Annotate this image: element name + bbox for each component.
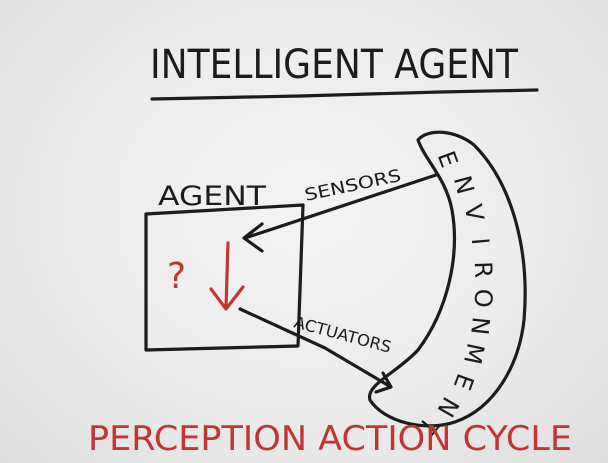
environment-letter: R xyxy=(469,261,498,279)
actuators-arrow xyxy=(238,307,393,394)
environment-shape xyxy=(367,130,527,428)
sensors-label: SENSORS xyxy=(303,166,403,206)
environment-letter: M xyxy=(458,341,490,367)
environment-letter: E xyxy=(448,370,480,394)
environment-letter: N xyxy=(431,392,464,422)
environment-letter: O xyxy=(469,288,498,308)
cycle-caption: PERCEPTION ACTION CYCLE xyxy=(88,419,572,459)
environment-letter: N xyxy=(465,315,495,336)
environment-letter: V xyxy=(459,202,490,224)
down-arrow xyxy=(209,241,245,311)
title: INTELLIGENT AGENT xyxy=(150,42,519,88)
agent-box xyxy=(144,203,305,352)
environment-letter: E xyxy=(432,147,464,171)
sensors-arrow xyxy=(242,173,438,253)
actuators-label: ACTUATORS xyxy=(292,313,394,357)
title-underline xyxy=(150,88,539,101)
agent-label: AGENT xyxy=(158,181,267,212)
question-mark: ? xyxy=(167,256,186,297)
environment-letter: I xyxy=(466,237,495,246)
environment-letter: N xyxy=(448,173,480,198)
